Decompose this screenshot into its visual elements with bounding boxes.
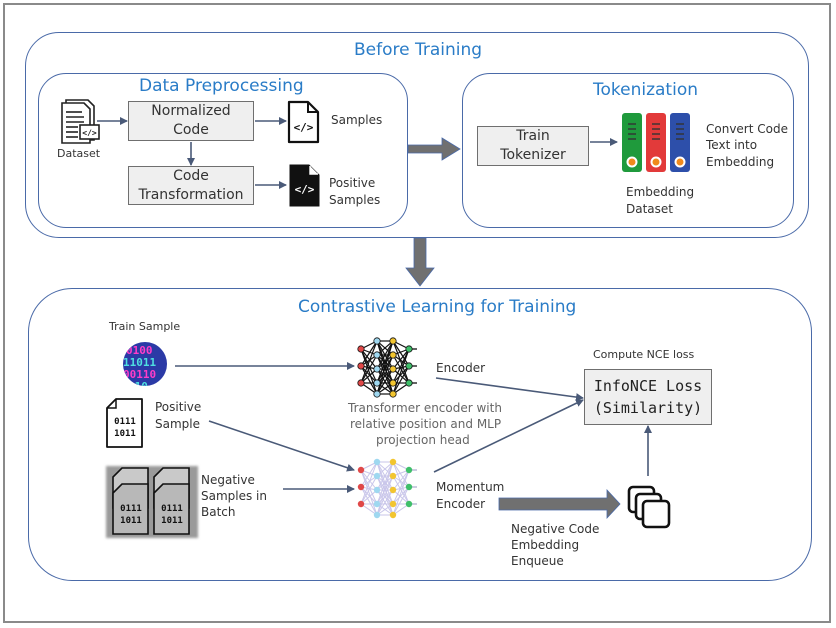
positive-sample-label-line1: Positive xyxy=(155,400,202,414)
positive-samples-label-line2: Samples xyxy=(329,193,381,207)
transformer-caption-line2: relative position and MLP xyxy=(350,417,502,431)
negative-enqueue-label-line3: Enqueue xyxy=(511,554,564,568)
momentum-encoder-label-line2: Encoder xyxy=(436,497,486,511)
contrastive-learning-title: Contrastive Learning for Training xyxy=(298,297,577,317)
samples-label: Samples xyxy=(331,113,383,127)
negative-enqueue-label-line2: Embedding xyxy=(511,538,580,552)
positive-sample-label-line2: Sample xyxy=(155,417,200,431)
before-training-panel xyxy=(25,32,809,238)
train-tokenizer-line2: Tokenizer xyxy=(500,147,566,163)
negative-samples-label-line3: Batch xyxy=(201,505,236,519)
before-training-title: Before Training xyxy=(354,40,483,60)
code-transformation-line2: Transformation xyxy=(138,186,244,203)
negative-samples-label-line2: Samples in xyxy=(201,489,267,503)
train-tokenizer-line1: Train xyxy=(516,128,550,144)
transformer-caption-line1: Transformer encoder with xyxy=(348,401,502,415)
convert-label-line1: Convert Code xyxy=(706,122,788,136)
embedding-dataset-label-line2: Dataset xyxy=(626,202,673,216)
normalized-code-line1: Normalized xyxy=(151,103,231,119)
code-transformation-box: Code Transformation xyxy=(128,166,254,205)
positive-samples-label-line1: Positive xyxy=(329,176,376,190)
outer-frame xyxy=(3,3,831,623)
data-preprocessing-panel xyxy=(38,73,408,228)
infonce-loss-box: InfoNCE Loss (Similarity) xyxy=(584,369,712,425)
contrastive-learning-panel xyxy=(28,288,812,581)
data-preprocessing-title: Data Preprocessing xyxy=(139,76,304,96)
encoder-label: Encoder xyxy=(436,361,486,375)
infonce-loss-line1: InfoNCE Loss xyxy=(593,377,703,395)
normalized-code-box: Normalized Code xyxy=(128,101,254,141)
code-transformation-line1: Code xyxy=(173,167,209,184)
train-sample-label: Train Sample xyxy=(109,320,181,333)
compute-nce-label: Compute NCE loss xyxy=(593,348,695,361)
tokenization-panel xyxy=(462,73,794,228)
negative-samples-label-line1: Negative xyxy=(201,473,255,487)
infonce-loss-line2: (Similarity) xyxy=(593,399,703,417)
negative-enqueue-label-line1: Negative Code xyxy=(511,522,600,536)
convert-label-line2: Text into xyxy=(706,138,758,152)
embedding-dataset-label-line1: Embedding xyxy=(626,185,695,199)
normalized-code-line2: Code xyxy=(173,122,209,138)
momentum-encoder-label-line1: Momentum xyxy=(436,480,505,494)
tokenization-title: Tokenization xyxy=(593,80,698,100)
dataset-label: Dataset xyxy=(57,147,101,160)
convert-label-line3: Embedding xyxy=(706,155,775,169)
train-tokenizer-box: Train Tokenizer xyxy=(477,126,589,166)
transformer-caption-line3: projection head xyxy=(376,433,470,447)
